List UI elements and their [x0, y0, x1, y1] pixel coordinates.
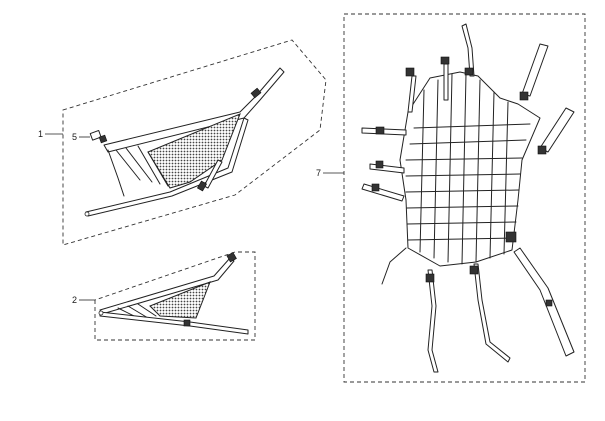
- buckle-part-5: [89, 129, 108, 144]
- assembly-1-boundary: [62, 39, 327, 246]
- mesh-panel-1: [147, 113, 241, 189]
- callout-7-label: 7: [316, 168, 321, 178]
- callout-5-label: 5: [72, 132, 77, 142]
- callout-2-label: 2: [72, 295, 77, 305]
- assembly-1-group: 1 5: [38, 39, 327, 246]
- callout-1-label: 1: [38, 129, 43, 139]
- assembly-7-boundary: [343, 13, 586, 383]
- assembly-2-boundary: [94, 251, 256, 341]
- assembly-7-group: 7: [316, 13, 586, 383]
- side-net-1: [84, 67, 285, 217]
- assembly-2-group: 2: [72, 251, 256, 341]
- mesh-panel-2: [149, 281, 211, 319]
- side-net-2: [98, 251, 249, 335]
- cargo-net: [361, 23, 575, 373]
- cargo-net-outline: [399, 71, 541, 267]
- cargo-net-grid: [405, 73, 531, 265]
